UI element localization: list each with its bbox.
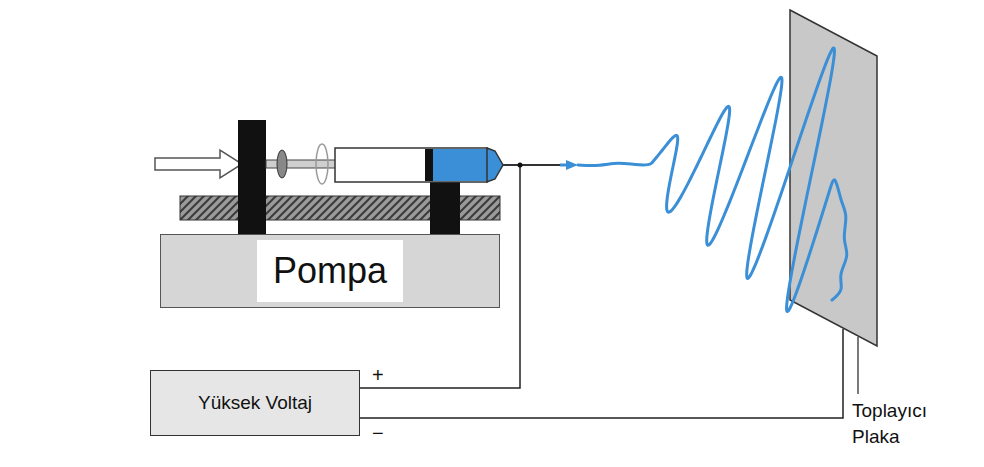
node-label: Pompa	[257, 240, 403, 302]
negative-terminal: −	[372, 420, 384, 447]
syringe-barrel	[335, 148, 487, 182]
pump-box: Pompa	[160, 234, 500, 308]
polymer-solution	[433, 149, 487, 181]
fiber-path	[578, 48, 847, 311]
syringe-cone	[487, 148, 503, 182]
fiber-jet	[578, 48, 847, 311]
positive-terminal: +	[372, 362, 384, 389]
collector-label: Toplayıcı Plaka	[852, 398, 978, 449]
power-supply-box: Yüksek Voltaj	[150, 370, 360, 436]
negative-wire	[360, 329, 843, 418]
pusher-bar	[238, 120, 266, 234]
syringe-flange	[316, 144, 328, 184]
needle	[503, 164, 560, 166]
node-label: Yüksek Voltaj	[198, 392, 312, 414]
wire-contact	[518, 163, 523, 168]
plunger-tip	[425, 149, 433, 181]
jet-start	[560, 164, 568, 167]
push-arrow	[155, 150, 242, 178]
syringe-support	[430, 182, 460, 234]
leader-line	[857, 337, 858, 394]
plunger-disk	[277, 150, 287, 178]
